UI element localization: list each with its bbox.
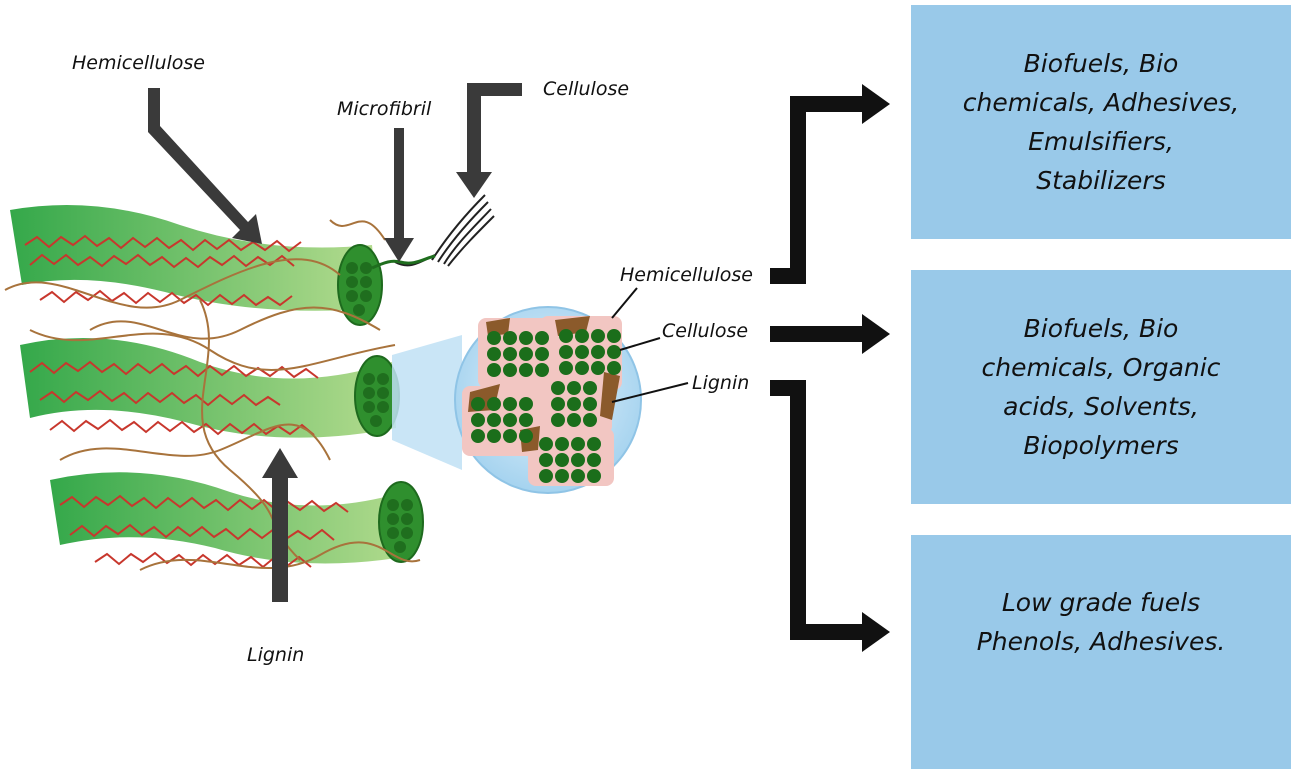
hemicellulose-strands (4, 219, 421, 571)
hemicellulose-process-arrow (770, 84, 890, 284)
annotation-arrows (148, 83, 522, 602)
box-line: Biofuels, Bio (1023, 314, 1179, 343)
fiber-top (10, 205, 378, 311)
label-lignin-bottom: Lignin (247, 644, 305, 666)
lignin-strands (24, 234, 349, 569)
box-line: Biofuels, Bio (1023, 49, 1179, 78)
box-line: Low grade fuels (1001, 588, 1201, 617)
label-microfibril: Microfibril (337, 98, 432, 120)
label-cellulose-zoom: Cellulose (662, 320, 749, 342)
box-line: Phenols, Adhesives. (976, 627, 1226, 656)
label-hemicellulose-zoom: Hemicellulose (620, 264, 753, 286)
microfibril-dots (346, 262, 413, 553)
box-line: Stabilizers (1036, 166, 1166, 195)
lignin-products-box: Low grade fuels Phenols, Adhesives. (911, 535, 1291, 769)
cellulose-arrow (456, 83, 522, 198)
box-line: chemicals, Adhesives, (962, 88, 1240, 117)
label-cellulose-top: Cellulose (543, 78, 630, 100)
cellulose-products-box: Biofuels, Bio chemicals, Organic acids, … (911, 270, 1291, 504)
box-line: chemicals, Organic (981, 353, 1221, 382)
box-line: acids, Solvents, (1003, 392, 1199, 421)
hemicellulose-products-box: Biofuels, Bio chemicals, Adhesives, Emul… (911, 5, 1291, 239)
box-line: Biopolymers (1023, 431, 1179, 460)
label-hemicellulose-top: Hemicellulose (72, 52, 205, 74)
process-arrows (770, 84, 890, 652)
box-line: Emulsifiers, (1028, 127, 1174, 156)
lignin-process-arrow (770, 380, 890, 652)
microfibril-arrow (384, 128, 414, 262)
lignin-arrow (262, 448, 298, 602)
label-lignin-zoom: Lignin (692, 372, 750, 394)
hemicellulose-arrow (148, 88, 262, 244)
cellulose-fibril-twist (394, 194, 495, 267)
microfibril-strand (371, 254, 436, 270)
zoom-contents (462, 316, 622, 486)
zoom-cone (392, 335, 462, 470)
fiber-bottom (50, 472, 415, 564)
cellulose-process-arrow (770, 314, 890, 354)
zoom-leader-lines (611, 287, 689, 403)
